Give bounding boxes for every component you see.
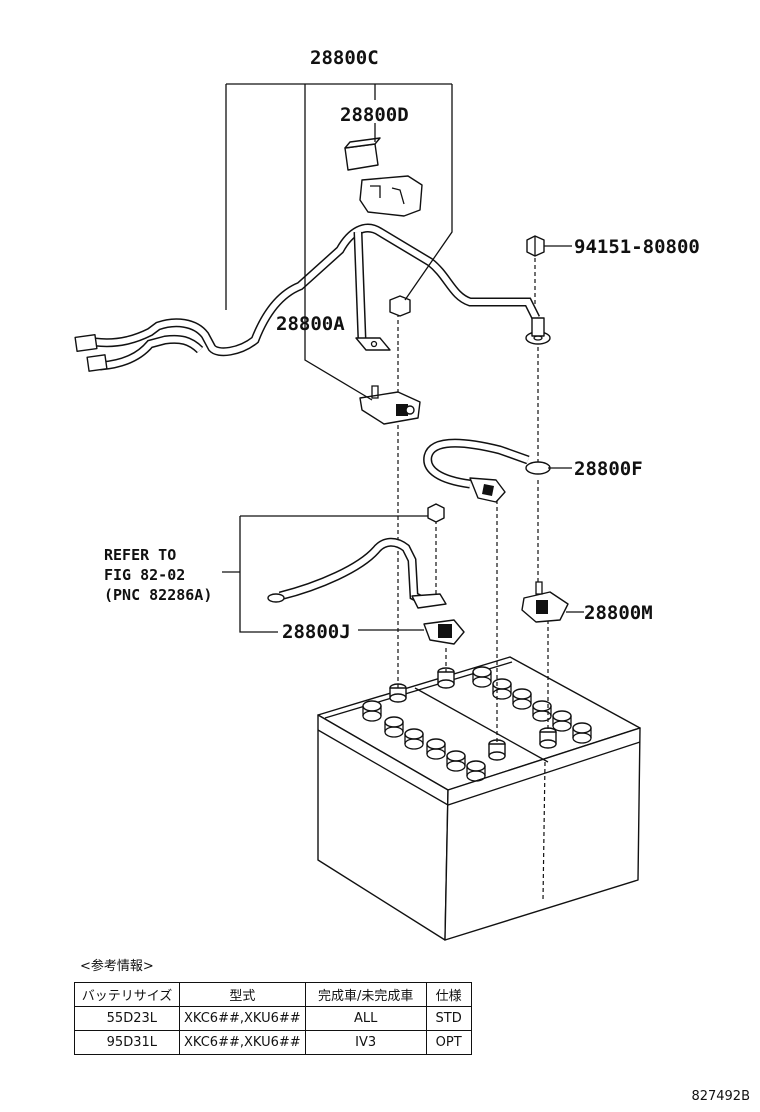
battery-terminals [389,667,557,761]
table-row: 55D23L XKC6##,XKU6## ALL STD [74,1006,472,1031]
leader-lines [222,83,584,633]
nut-94151-80800 [526,235,545,257]
reference-line-3: (PNC 82286A) [104,586,212,604]
reference-line-2: FIG 82-02 [104,566,185,584]
part-label-94151-80800: 94151-80800 [574,236,700,258]
battery [317,656,641,941]
header-spec: 仕様 [425,982,472,1007]
part-label-28800c: 28800C [310,47,379,69]
cell-model: XKC6##,XKU6## [179,1030,306,1055]
part-label-28800m: 28800M [584,602,653,624]
terminal-cover-28800d [344,137,423,217]
main-harness-28800c [74,223,551,372]
battery-cell-caps [362,666,592,782]
cell-model: XKC6##,XKU6## [179,1006,306,1031]
terminal-clamp-28800m [521,581,569,623]
part-label-28800d: 28800D [340,104,409,126]
header-battery-size: バッテリサイズ [74,982,180,1007]
part-label-28800f: 28800F [574,458,643,480]
battery-cable-28800j [267,503,465,645]
cell-vehicle-type: ALL [304,1006,427,1031]
header-model: 型式 [179,982,306,1007]
battery-cable-28800f [423,438,551,503]
part-label-28800a: 28800A [276,313,345,335]
reference-line-1: REFER TO [104,546,176,564]
info-title: <参考情報> [80,959,154,974]
table-row: 95D31L XKC6##,XKU6## IV3 OPT [74,1030,472,1055]
part-label-28800j: 28800J [282,621,351,643]
cell-vehicle-type: IV3 [304,1030,427,1055]
cell-battery-size: 95D31L [74,1030,180,1055]
cell-spec: STD [425,1006,472,1031]
cell-battery-size: 55D23L [74,1006,180,1031]
header-vehicle-type: 完成車/未完成車 [304,982,427,1007]
terminal-clamp-28800a [359,385,421,425]
cell-spec: OPT [425,1030,472,1055]
diagram-id: 827492B [691,1089,750,1104]
table-header-row: バッテリサイズ 型式 完成車/未完成車 仕様 [74,982,472,1007]
battery-info-table: バッテリサイズ 型式 完成車/未完成車 仕様 55D23L XKC6##,XKU… [74,982,472,1055]
